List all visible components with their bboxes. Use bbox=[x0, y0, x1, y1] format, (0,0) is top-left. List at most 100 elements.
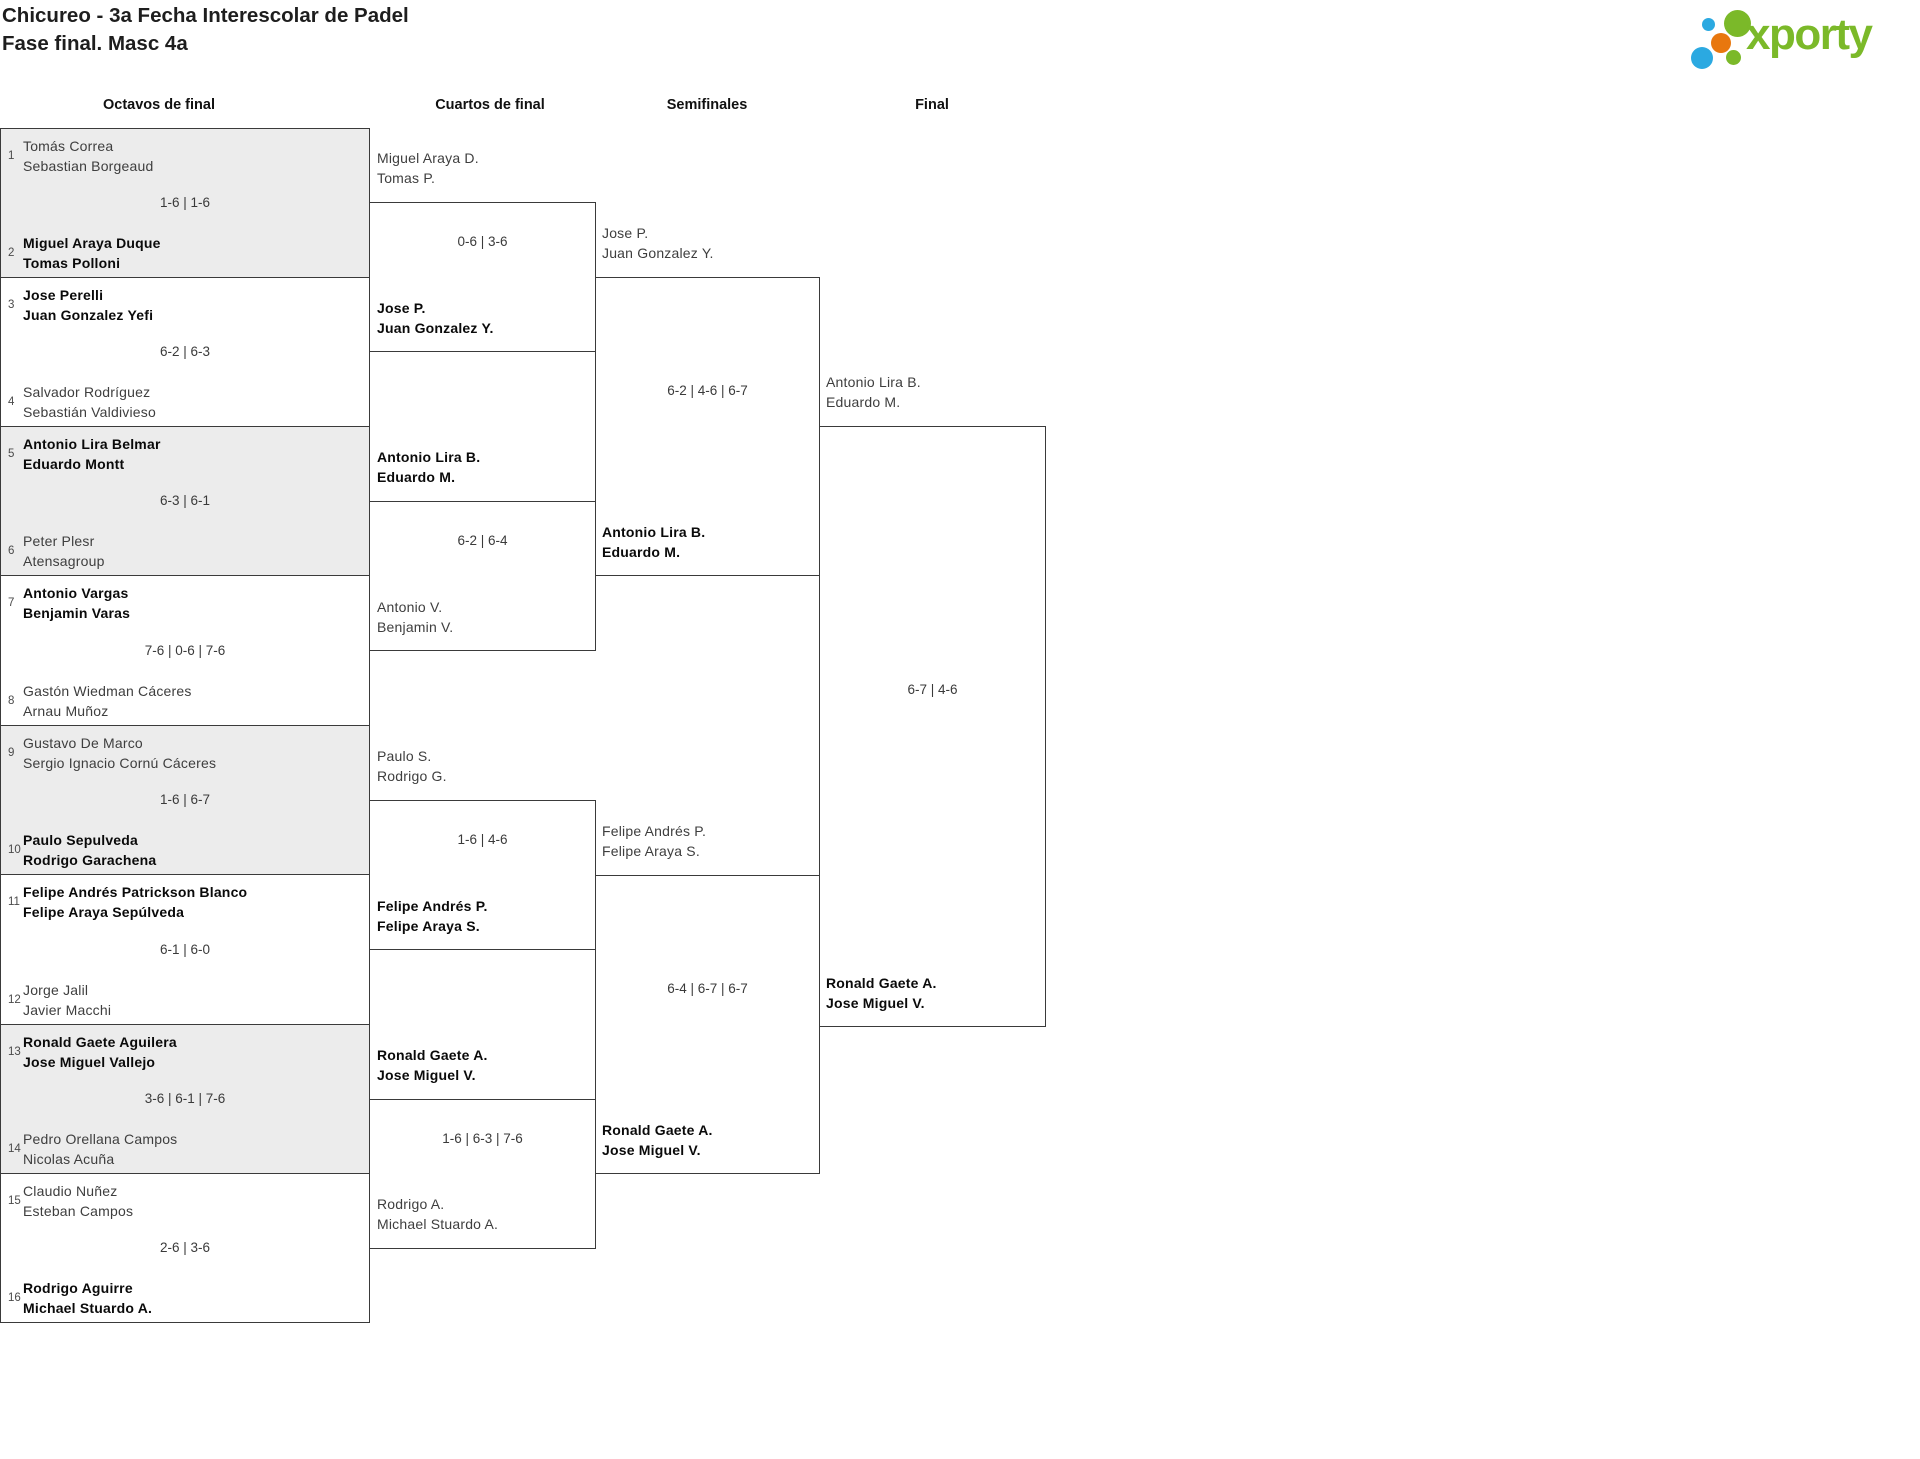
seed-number: 5 bbox=[8, 448, 15, 460]
seed-number: 8 bbox=[8, 695, 15, 707]
qf4-top-participant: Ronald Gaete A.Jose Miguel V. bbox=[377, 1047, 488, 1083]
logo-dot-icon bbox=[1702, 18, 1715, 31]
match-score: 6-2 | 6-4 bbox=[457, 533, 508, 548]
match-score: 1-6 | 6-7 bbox=[159, 792, 211, 807]
match-score: 6-7 | 4-6 bbox=[907, 682, 958, 697]
sf2-top-participant: Felipe Andrés P.Felipe Araya S. bbox=[602, 823, 707, 859]
match-score: 7-6 | 0-6 | 7-6 bbox=[144, 642, 226, 658]
final-match-box: 6-7 | 4-6 bbox=[819, 426, 1046, 1027]
qf2-top-participant: Antonio Lira B.Eduardo M. bbox=[377, 449, 481, 485]
qf1-bottom-participant: Jose P.Juan Gonzalez Y. bbox=[377, 300, 494, 336]
qf1-top-participant: Miguel Araya D.Tomas P. bbox=[377, 150, 479, 186]
logo-dot-icon bbox=[1724, 10, 1751, 37]
final-bottom-participant: Ronald Gaete A.Jose Miguel V. bbox=[826, 975, 937, 1011]
seed-number: 4 bbox=[8, 396, 15, 408]
qf2-bottom-participant: Antonio V.Benjamin V. bbox=[377, 599, 454, 635]
round-header-semifinales: Semifinales bbox=[666, 97, 748, 113]
match-score: 2-6 | 3-6 bbox=[159, 1240, 211, 1255]
logo-dot-icon bbox=[1726, 50, 1741, 65]
match-score: 6-3 | 6-1 bbox=[159, 493, 211, 508]
seed-number: 13 bbox=[8, 1046, 21, 1058]
match-score: 6-1 | 6-0 bbox=[159, 941, 211, 957]
seed-number: 14 bbox=[8, 1143, 21, 1155]
xporty-logo-link[interactable]: xporty bbox=[1680, 4, 1915, 69]
seed-number: 12 bbox=[8, 994, 21, 1006]
sf1-bottom-participant: Antonio Lira B.Eduardo M. bbox=[602, 524, 706, 560]
logo-dot-icon bbox=[1691, 47, 1713, 69]
match-score: 3-6 | 6-1 | 7-6 bbox=[144, 1091, 226, 1106]
match-score: 6-2 | 4-6 | 6-7 bbox=[667, 383, 748, 398]
qf-match-4-box: 1-6 | 6-3 | 7-6 bbox=[369, 1099, 596, 1249]
tournament-title: Chicureo - 3a Fecha Interescolar de Pade… bbox=[2, 4, 409, 27]
round-header-octavos: Octavos de final bbox=[102, 97, 215, 113]
qf-match-2-box: 6-2 | 6-4 bbox=[369, 501, 596, 651]
logo-dot-icon bbox=[1711, 33, 1731, 53]
round-header-cuartos: Cuartos de final bbox=[435, 97, 545, 113]
page-title: Chicureo - 3a Fecha Interescolar de Pade… bbox=[2, 2, 409, 58]
round-header-final: Final bbox=[915, 97, 949, 113]
seed-number: 2 bbox=[8, 247, 15, 259]
sf1-top-participant: Jose P.Juan Gonzalez Y. bbox=[602, 225, 714, 261]
seed-number: 3 bbox=[8, 299, 15, 311]
qf3-bottom-participant: Felipe Andrés P.Felipe Araya S. bbox=[377, 898, 488, 934]
seed-number: 15 bbox=[8, 1195, 21, 1207]
seed-number: 6 bbox=[8, 545, 15, 557]
seed-number: 16 bbox=[8, 1292, 21, 1304]
seed-number: 11 bbox=[8, 896, 20, 908]
match-score: 1-6 | 1-6 bbox=[159, 195, 211, 210]
seed-number: 7 bbox=[8, 597, 15, 609]
logo-wordmark: xporty bbox=[1746, 10, 1873, 59]
match-score: 0-6 | 3-6 bbox=[457, 234, 508, 249]
match-score: 6-4 | 6-7 | 6-7 bbox=[667, 981, 748, 996]
qf3-top-participant: Paulo S.Rodrigo G. bbox=[377, 748, 447, 784]
seed-number: 1 bbox=[8, 150, 15, 162]
qf4-bottom-participant: Rodrigo A.Michael Stuardo A. bbox=[377, 1196, 499, 1232]
seed-number: 10 bbox=[8, 844, 21, 856]
match-score: 1-6 | 4-6 bbox=[457, 832, 508, 847]
match-score: 6-2 | 6-3 bbox=[159, 344, 211, 359]
phase-subtitle: Fase final. Masc 4a bbox=[2, 32, 188, 55]
final-top-participant: Antonio Lira B.Eduardo M. bbox=[826, 374, 921, 410]
sf2-bottom-participant: Ronald Gaete A.Jose Miguel V. bbox=[602, 1122, 713, 1158]
